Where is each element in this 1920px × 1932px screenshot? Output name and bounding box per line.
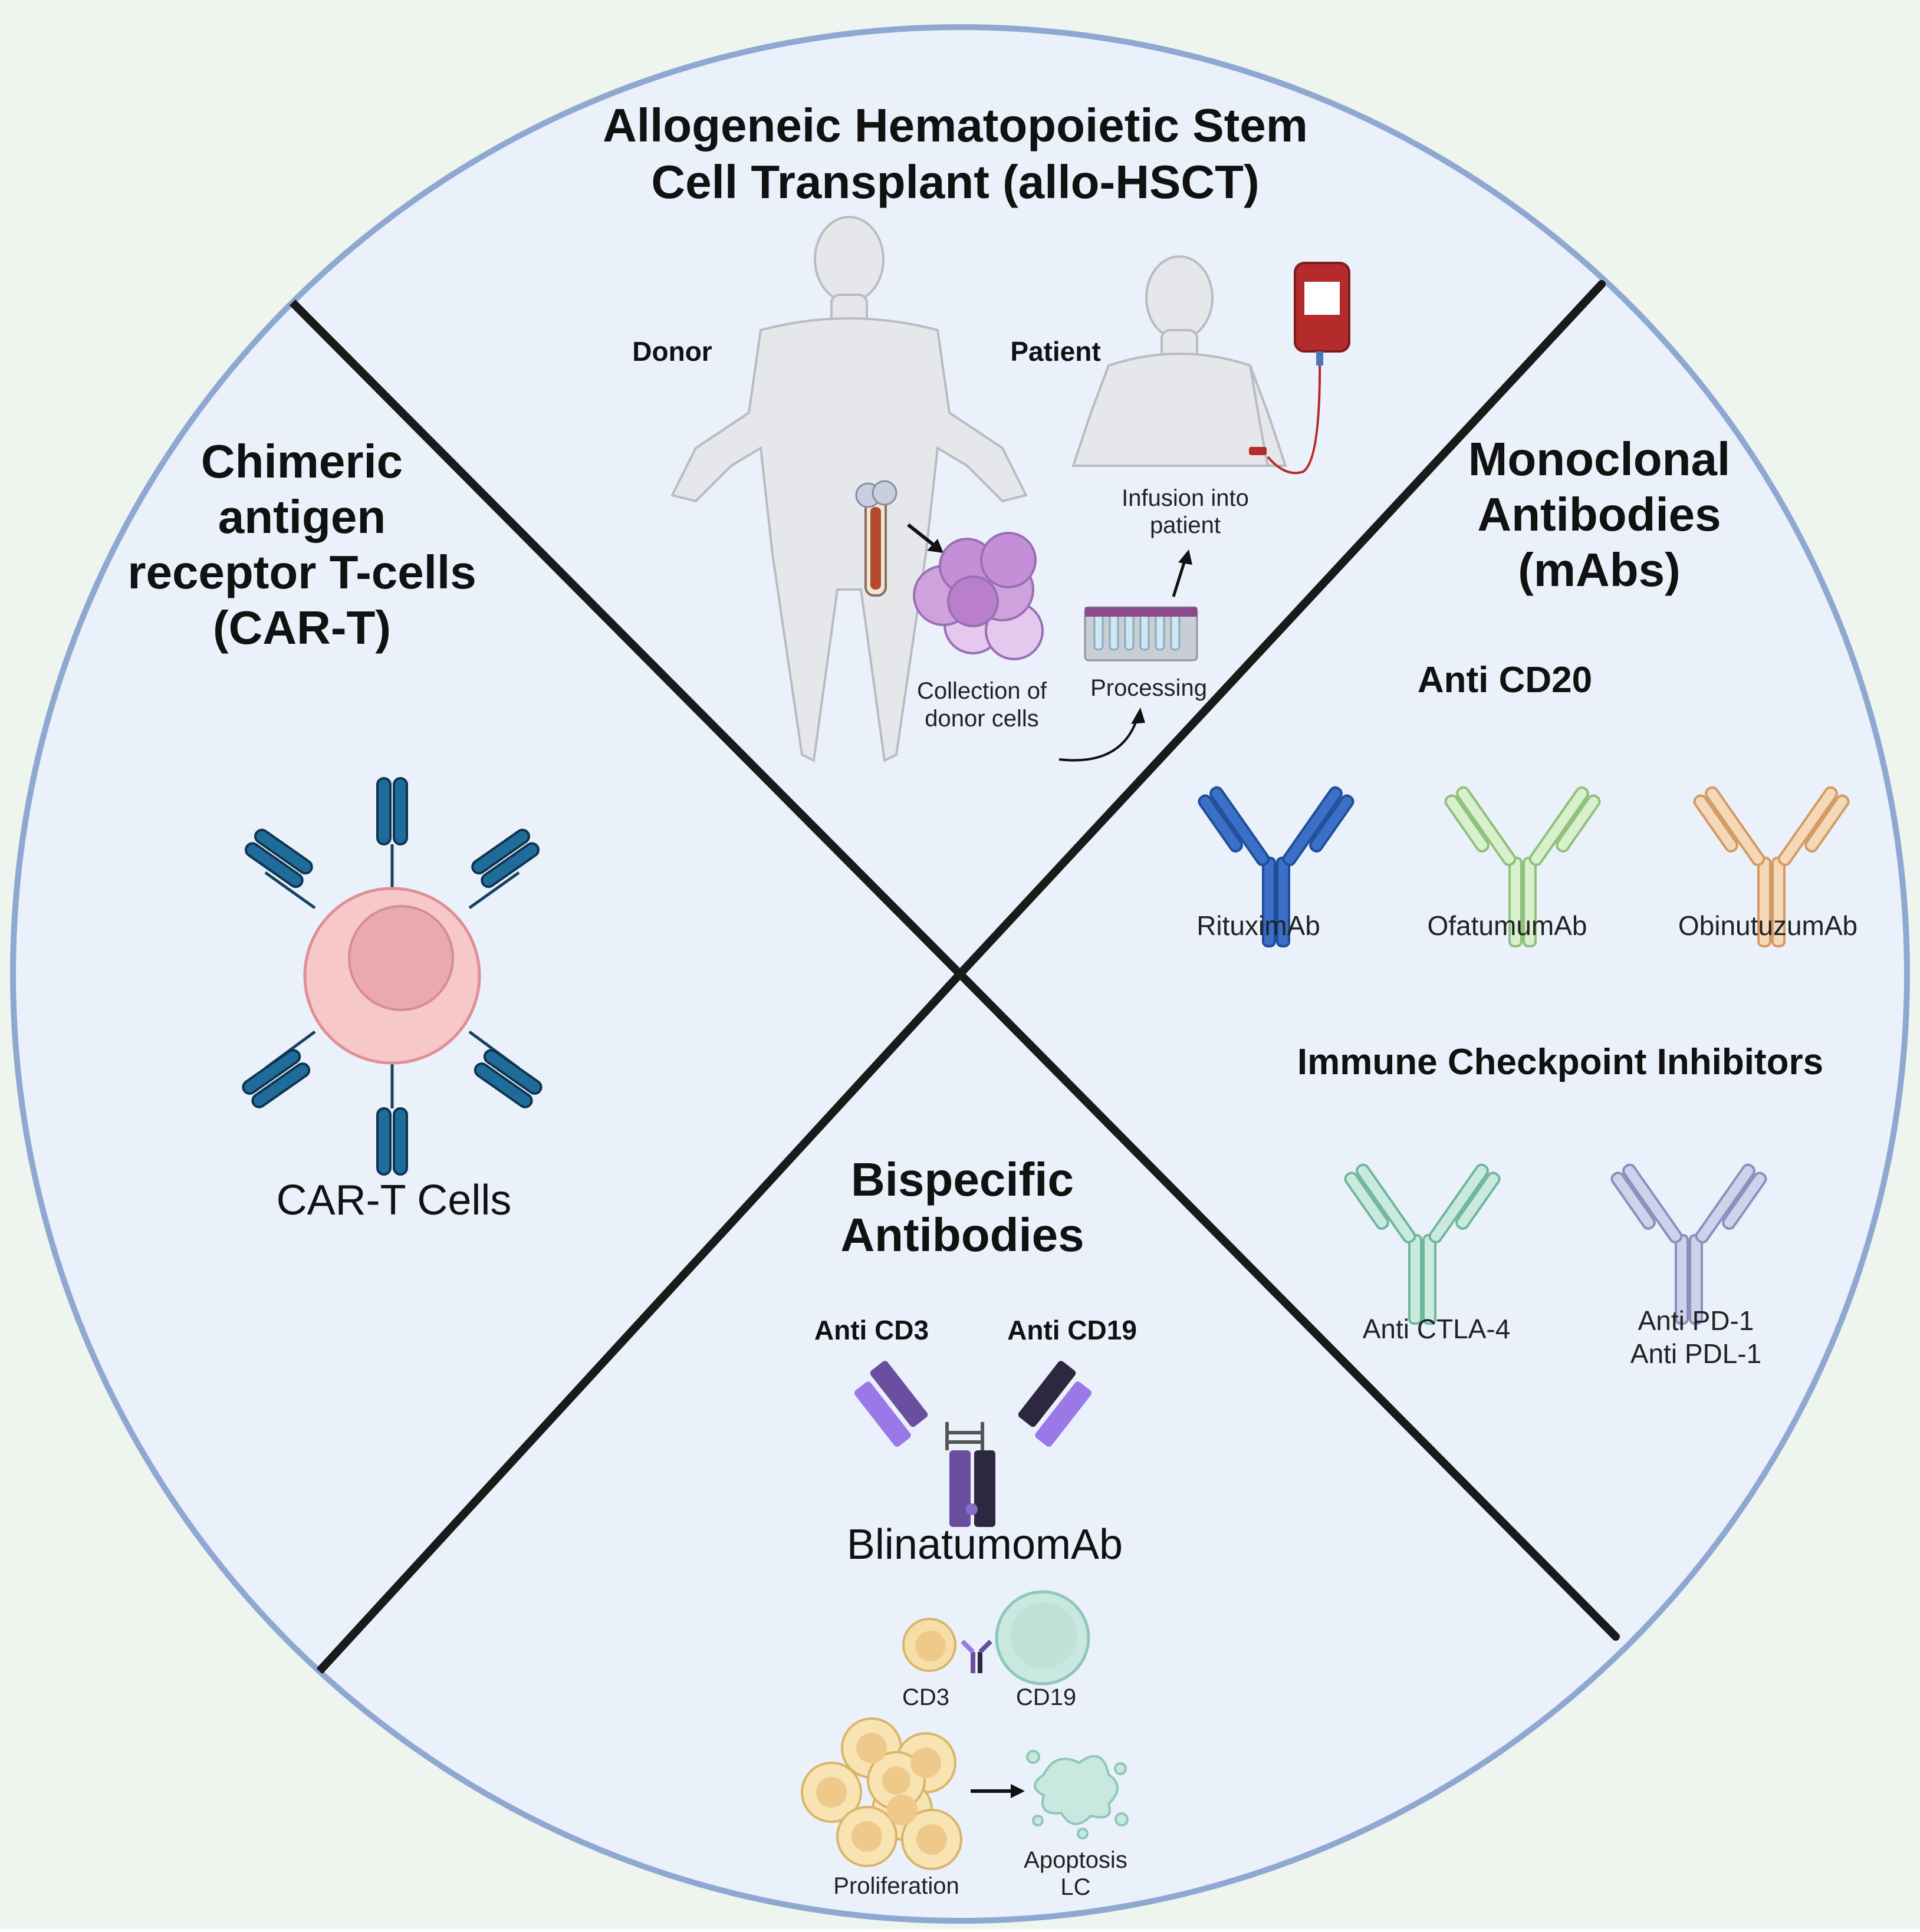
antibody-icon-ofatumumab <box>1444 786 1601 947</box>
cd3-cell-icon <box>902 1618 956 1672</box>
checkpoint-ctla4-label: Anti CTLA-4 <box>1363 1314 1511 1344</box>
infusion-line1: Infusion into <box>1122 485 1249 511</box>
antibody-icon-anti-pd1 <box>1610 1163 1767 1325</box>
antibody-icon-anti-ctla4 <box>1344 1163 1501 1325</box>
mini-bispecific-icon <box>961 1640 992 1673</box>
test-tube-rack-icon <box>1084 606 1198 661</box>
divider-bottom-right <box>956 970 1620 1641</box>
mabs-title-line1: Monoclonal <box>1468 433 1730 485</box>
divider-bottom-left <box>317 970 964 1674</box>
arrow-to-apoptosis <box>971 1784 1025 1798</box>
car-t-cells-label: CAR-T Cells <box>277 1177 512 1224</box>
antibody-icon-rituximab <box>1198 786 1354 947</box>
mabs-section: Monoclonal Antibodies (mAbs) Anti CD20 <box>1196 433 1857 1369</box>
drug-label-rituximab: RituximAb <box>1196 910 1320 941</box>
cd3-label: CD3 <box>902 1684 949 1710</box>
checkpoint-pdl1-label: Anti PDL-1 <box>1630 1338 1761 1369</box>
checkpoint-pd1-label: Anti PD-1 <box>1638 1305 1754 1336</box>
cd19-label: CD19 <box>1016 1684 1076 1710</box>
mabs-title-line2: Antibodies <box>1477 488 1721 541</box>
anti-cd20-title: Anti CD20 <box>1418 660 1592 700</box>
patient-label: Patient <box>1010 336 1100 367</box>
arrow-to-infusion <box>1172 549 1192 597</box>
hsct-title-line2: Cell Transplant (allo-HSCT) <box>651 156 1259 208</box>
car-t-section: Chimeric antigen receptor T-cells (CAR-T… <box>127 435 543 1224</box>
stem-cell-cluster-icon <box>913 532 1044 660</box>
car-t-title-line3: receptor T-cells <box>127 546 476 598</box>
hsct-title-line1: Allogeneic Hematopoietic Stem <box>603 99 1308 152</box>
bispecific-title-line1: Bispecific <box>851 1153 1074 1206</box>
donor-body-icon <box>670 216 1028 763</box>
arrow-to-cells <box>907 523 943 553</box>
apoptotic-cell-icon <box>1026 1750 1129 1839</box>
car-t-title-line1: Chimeric <box>201 435 403 488</box>
donor-label: Donor <box>632 336 712 367</box>
collection-line2: donor cells <box>925 706 1038 732</box>
proliferating-cells-icon <box>801 1717 962 1870</box>
apoptosis-line2: LC <box>1060 1874 1090 1900</box>
mabs-title-line3: (mAbs) <box>1518 544 1681 596</box>
anti-cd19-label: Anti CD19 <box>1007 1315 1137 1345</box>
checkpoint-title: Immune Checkpoint Inhibitors <box>1297 1042 1823 1082</box>
drug-label-ofatumumab: OfatumumAb <box>1428 910 1587 941</box>
bispecific-title-line2: Antibodies <box>840 1209 1084 1261</box>
quadrant-dividers <box>281 280 1620 1674</box>
bone-icon <box>855 480 897 597</box>
apoptosis-line1: Apoptosis <box>1024 1847 1127 1873</box>
anti-cd3-label: Anti CD3 <box>814 1315 929 1345</box>
processing-label: Processing <box>1090 675 1207 701</box>
bispecific-antibody-icon <box>854 1361 1092 1527</box>
blood-bag-icon <box>1249 262 1350 475</box>
divider-top-left <box>281 291 964 978</box>
proliferation-label: Proliferation <box>833 1873 959 1899</box>
patient-body-icon <box>1071 255 1287 467</box>
car-t-cell-icon <box>242 777 543 1176</box>
collection-line1: Collection of <box>917 678 1047 704</box>
car-t-title-line4: (CAR-T) <box>213 601 391 654</box>
divider-top-right <box>956 280 1606 978</box>
hsct-section: Allogeneic Hematopoietic Stem Cell Trans… <box>603 99 1350 763</box>
blinatumomab-label: BlinatumomAb <box>847 1521 1123 1568</box>
car-t-title-line2: antigen <box>218 491 386 543</box>
bispecific-section: Bispecific Antibodies Anti CD3 Anti CD19 <box>801 1153 1137 1900</box>
arrow-to-processing <box>1058 707 1145 762</box>
infusion-line2: patient <box>1150 512 1221 538</box>
cd19-cell-icon <box>995 1590 1090 1686</box>
drug-label-obinutuzumab: ObinutuzumAb <box>1678 910 1857 941</box>
antibody-icon-obinutuzumab <box>1693 786 1850 947</box>
